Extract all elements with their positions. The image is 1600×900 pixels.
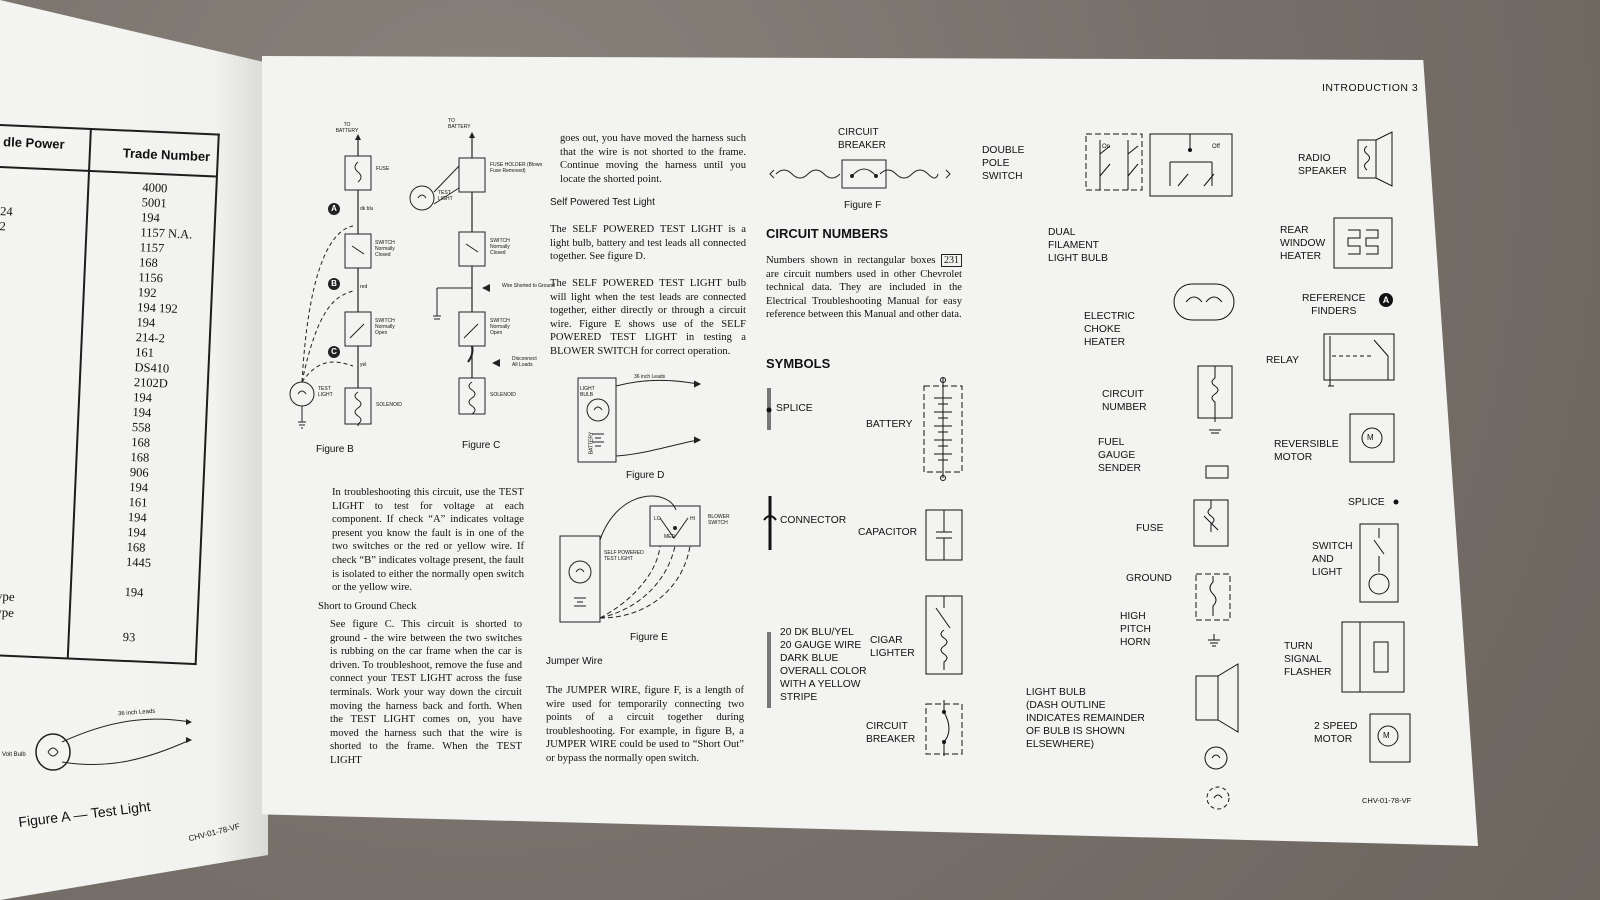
figure-c-diagram [409, 132, 500, 415]
symbol-ref-finders: REFERENCE FINDERS [1302, 293, 1366, 317]
fig-c-wire-shorted: Wire Shorted to Ground [502, 283, 555, 289]
finder-a: A [331, 204, 337, 213]
symbol-capacitor: CAPACITOR [858, 527, 918, 538]
fig-e-med: MED [664, 534, 676, 540]
figure-b-diagram [289, 134, 372, 429]
symbol-double-pole-switch: DOUBLE POLE SWITCH [982, 145, 1025, 182]
fig-a-bulb: Volt Bulb [2, 752, 26, 758]
fig-e-spt: SELF POWERED TEST LIGHT [604, 550, 644, 562]
fig-e-hi: HI [690, 516, 695, 522]
figure-b-caption: Figure B [316, 444, 354, 455]
fig-c-solenoid: SOLENOID [490, 392, 516, 398]
symbol-choke-heater: ELECTRIC CHOKE HEATER [1084, 311, 1135, 348]
finder-c: C [331, 347, 337, 356]
symbol-reversible-motor: REVERSIBLE MOTOR [1274, 439, 1339, 463]
symbol-cigar-lighter: CIGAR LIGHTER [870, 635, 915, 659]
figure-f-caption: Figure F [844, 200, 882, 211]
page-code: CHV-01-78-VF [1362, 796, 1412, 805]
fig-c-test-light: TEST LIGHT [438, 190, 453, 202]
fig-c-disconnect: Disconnect All Loads [512, 356, 537, 368]
cn-box: 231 [940, 254, 962, 267]
symbols-col2-graphics [1085, 133, 1239, 810]
para-short-ground: See figure C. This circuit is shorted to… [330, 619, 522, 766]
symbol-rear-heater: REAR WINDOW HEATER [1280, 225, 1326, 262]
fig-e-lo: LO [654, 516, 661, 522]
cn-post: are circuit numbers used in other Chevro… [766, 268, 962, 321]
fig-b-yel: yel [360, 362, 367, 368]
right-page: INTRODUCTION 3 TO BATTERY FUSE dk blu SW… [262, 56, 1478, 846]
left-page: dle Power Trade Number 242* 400050011941… [0, 0, 268, 900]
two-speed-m: M [1383, 731, 1390, 740]
symbol-circuit-number: CIRCUIT NUMBER [1102, 389, 1147, 413]
para-troubleshoot: In troubleshooting this circuit, use the… [332, 487, 524, 594]
fig-b-test-light: TEST LIGHT [318, 386, 333, 398]
figure-f-diagram [769, 159, 951, 189]
symbol-splice: SPLICE [776, 403, 813, 414]
fig-b-switch-closed: SWITCH Normally Closed [375, 240, 395, 258]
symbol-ground: GROUND [1126, 573, 1172, 584]
symbol-battery: BATTERY [866, 419, 913, 430]
fig-c-fuse-holder: FUSE HOLDER (Blown Fuse Removed) [490, 162, 543, 174]
symbol-horn: HIGH PITCH HORN [1120, 611, 1151, 648]
fig-c-to-battery: TO BATTERY [448, 118, 471, 130]
symbol-two-speed-motor: 2 SPEED MOTOR [1314, 721, 1358, 745]
symbol-radio-speaker: RADIO SPEAKER [1298, 153, 1347, 177]
fig-b-red: red [360, 284, 368, 290]
symbol-relay: RELAY [1266, 355, 1300, 366]
jumper-heading: Jumper Wire [546, 656, 603, 667]
ref-finder-letter: A [1382, 295, 1390, 305]
dp-off: Off [1212, 144, 1220, 150]
para-spt-1: The SELF POWERED TEST LIGHT is a light b… [550, 224, 746, 263]
symbols-col3-graphics [1323, 131, 1411, 763]
fig-c-switch-open: SWITCH Normally Open [490, 318, 510, 336]
symbol-light-bulb: LIGHT BULB (DASH OUTLINE INDICATES REMAI… [1026, 687, 1145, 750]
symbol-splice-2: SPLICE [1348, 497, 1385, 508]
fig-d-bulb: LIGHT BULB [580, 386, 595, 398]
spt-heading: Self Powered Test Light [550, 197, 655, 208]
figure-c-caption: Figure C [462, 440, 501, 451]
symbol-dual-filament: DUAL FILAMENT LIGHT BULB [1048, 227, 1108, 264]
circuit-numbers-text: Numbers shown in rectangular boxes 231 a… [766, 254, 962, 322]
fig-f-label: CIRCUIT BREAKER [838, 127, 886, 151]
para-spt-2: The SELF POWERED TEST LIGHT bulb will li… [550, 278, 746, 357]
fig-c-switch-closed: SWITCH Normally Closed [490, 238, 510, 256]
figure-a-diagram [35, 718, 192, 771]
figure-e-diagram [559, 495, 701, 623]
cn-pre: Numbers shown in rectangular boxes [766, 255, 936, 266]
fig-b-solenoid: SOLENOID [376, 402, 402, 408]
symbol-wire-desc: 20 DK BLU/YEL 20 GAUGE WIRE DARK BLUE OV… [780, 627, 867, 703]
symbol-circuit-breaker: CIRCUIT BREAKER [866, 721, 916, 745]
symbol-connector: CONNECTOR [780, 515, 847, 526]
figure-e-caption: Figure E [630, 632, 668, 643]
figure-d-diagram [577, 377, 702, 463]
dp-on: On [1102, 144, 1111, 150]
figure-d-caption: Figure D [626, 470, 665, 481]
para-goes-out: goes out, you have moved the harness suc… [560, 133, 746, 185]
fig-b-fuse: FUSE [376, 166, 390, 172]
fig-b-dk-blu: dk blu [360, 206, 374, 212]
fig-b-switch-open: SWITCH Normally Open [375, 318, 395, 336]
fig-d-leads: 36 inch Leads [634, 374, 666, 380]
short-ground-heading: Short to Ground Check [318, 601, 417, 612]
circuit-numbers-heading: CIRCUIT NUMBERS [766, 226, 889, 241]
rev-motor-m: M [1367, 433, 1374, 442]
fig-d-battery: BATTERY [588, 431, 595, 455]
symbol-switch-light: SWITCH AND LIGHT [1312, 541, 1353, 578]
fig-e-blower: BLOWER SWITCH [708, 514, 730, 526]
fig-b-to-battery: TO BATTERY [335, 122, 359, 134]
symbol-fuel-gauge: FUEL GAUGE SENDER [1098, 437, 1141, 474]
symbols-heading: SYMBOLS [766, 356, 831, 371]
symbol-fuse: FUSE [1136, 523, 1164, 534]
finder-b: B [331, 279, 337, 288]
page-header: INTRODUCTION 3 [1322, 82, 1419, 94]
para-jumper: The JUMPER WIRE, figure F, is a length o… [546, 685, 744, 764]
symbols-col1-graphics [763, 377, 963, 756]
symbol-turn-flasher: TURN SIGNAL FLASHER [1284, 641, 1332, 678]
